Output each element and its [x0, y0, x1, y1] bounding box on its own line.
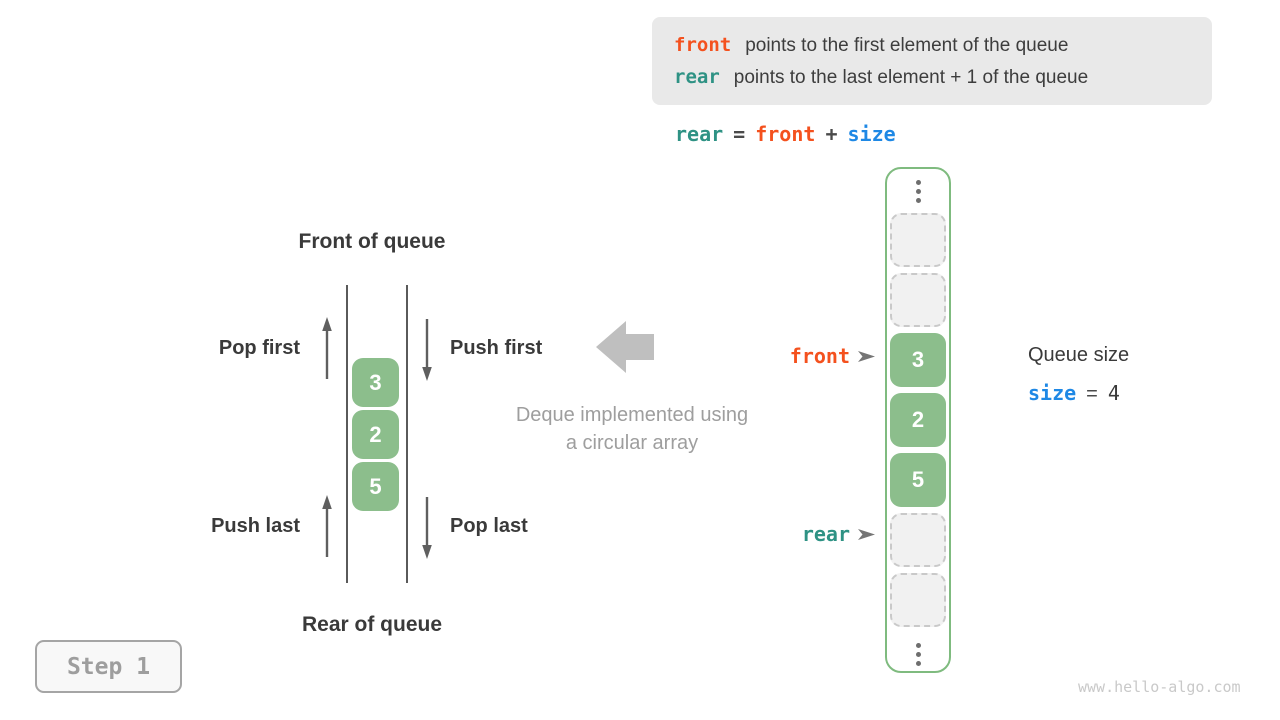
legend-line-rear: rear points to the last element + 1 of t… [674, 66, 1190, 89]
caption-line2: a circular array [565, 432, 699, 454]
queue-size-value-line: size = 4 [1028, 381, 1120, 406]
circular-array: 3 2 5 [885, 167, 951, 673]
rear-pointer: rear [680, 522, 876, 546]
array-cell-empty [890, 213, 946, 267]
pop-first-label: Pop first [218, 337, 300, 359]
push-last-label: Push last [211, 515, 300, 537]
size-value: 4 [1107, 381, 1120, 405]
array-cell-empty [890, 573, 946, 627]
push-last-arrow-icon [322, 495, 332, 557]
center-caption: Deque implemented using a circular array [472, 401, 792, 457]
formula-front: front [755, 122, 816, 146]
front-pointer: front [680, 344, 876, 368]
push-first-arrow-icon [422, 319, 432, 381]
size-keyword: size [1028, 381, 1077, 405]
rear-of-queue-label: Rear of queue [301, 613, 443, 636]
pop-last-label: Pop last [450, 515, 528, 537]
front-pointer-label: front [789, 344, 850, 368]
rear-keyword: rear [674, 65, 720, 88]
formula-equals: = [733, 122, 746, 146]
front-description: points to the first element of the queue [745, 34, 1069, 56]
array-cell-empty [890, 513, 946, 567]
ellipsis-bottom-icon [915, 643, 921, 666]
rear-description: points to the last element + 1 of the qu… [733, 66, 1089, 88]
array-cell-empty [890, 273, 946, 327]
push-first-label: Push first [450, 337, 543, 359]
queue-size-title: Queue size [1028, 344, 1130, 366]
legend-box: front points to the first element of the… [652, 17, 1212, 105]
pop-last-arrow-icon [422, 497, 432, 559]
array-cell-filled: 3 [890, 333, 946, 387]
pointer-arrowhead-icon [858, 350, 875, 362]
step-badge: Step 1 [35, 640, 182, 693]
array-cell-filled: 2 [890, 393, 946, 447]
queue-wall-right [406, 285, 408, 583]
formula-size: size [847, 122, 896, 146]
formula-rear: rear [675, 122, 724, 146]
formula-plus: + [825, 122, 838, 146]
ellipsis-top-icon [915, 180, 921, 203]
caption-line1: Deque implemented using [515, 404, 749, 426]
watermark: www.hello-algo.com [1078, 678, 1241, 696]
formula: rear = front + size [675, 122, 896, 146]
rear-pointer-label: rear [801, 522, 850, 546]
pointer-arrowhead-icon [858, 528, 875, 540]
left-block-arrow-icon [596, 321, 654, 373]
queue-cell: 3 [352, 358, 399, 407]
queue-wall-left [346, 285, 348, 583]
queue-cell: 5 [352, 462, 399, 511]
array-cell-filled: 5 [890, 453, 946, 507]
queue-cell: 2 [352, 410, 399, 459]
legend-line-front: front points to the first element of the… [674, 34, 1190, 57]
front-of-queue-label: Front of queue [298, 230, 446, 253]
size-equals: = [1086, 383, 1098, 405]
pop-first-arrow-icon [322, 317, 332, 379]
front-keyword: front [674, 33, 732, 56]
